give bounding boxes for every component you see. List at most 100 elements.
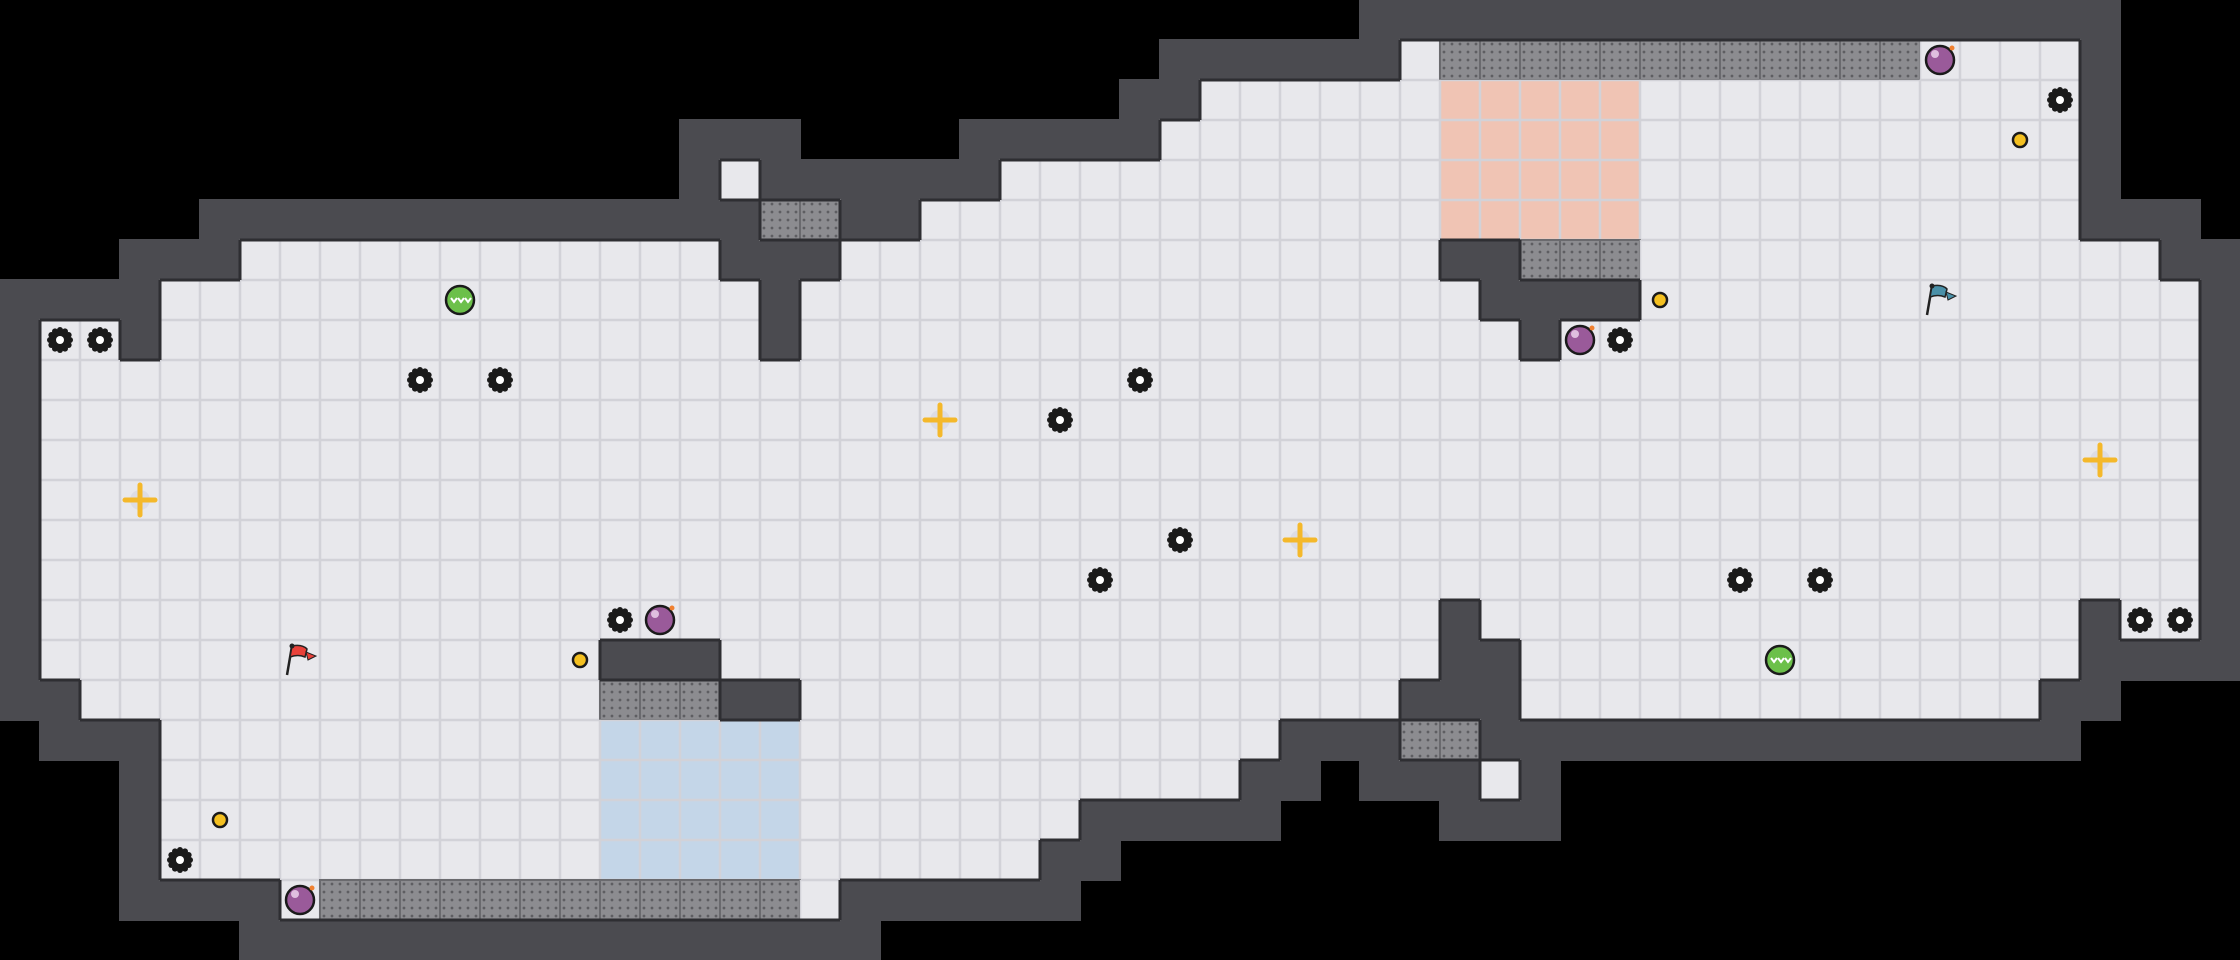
- items-layer: [47, 44, 2193, 916]
- floor-tile: [1319, 599, 1361, 641]
- floor-tile: [79, 599, 121, 641]
- floor-tile: [1959, 439, 2001, 481]
- spike-icon: [87, 327, 113, 353]
- wall-tile: [679, 639, 721, 681]
- floor-tile: [839, 359, 881, 401]
- floor-tile: [199, 279, 241, 321]
- floor-tile: [1679, 559, 1721, 601]
- floor-tile: [1239, 199, 1281, 241]
- red-endzone-tile: [1519, 199, 1561, 241]
- floor-tile: [359, 639, 401, 681]
- floor-tile: [559, 319, 601, 361]
- floor-tile: [119, 359, 161, 401]
- floor-tile: [1399, 39, 1441, 81]
- floor-tile: [1799, 519, 1841, 561]
- floor-tile: [1759, 679, 1801, 721]
- wall-tile: [2199, 399, 2240, 441]
- red-flag-icon[interactable]: [285, 643, 318, 676]
- floor-tile: [1599, 519, 1641, 561]
- floor-tile: [1479, 519, 1521, 561]
- floor-tile: [919, 239, 961, 281]
- wall-tile: [1519, 319, 1561, 361]
- floor-tile: [119, 599, 161, 641]
- floor-tile: [599, 519, 641, 561]
- blue-endzone-tile: [679, 799, 721, 841]
- wall-tile: [719, 679, 761, 721]
- floor-tile: [999, 519, 1041, 561]
- wall-tile: [559, 199, 601, 241]
- wall-tile: [2079, 159, 2121, 201]
- floor-tile: [1279, 559, 1321, 601]
- floor-tile: [159, 399, 201, 441]
- wall-tile: [1519, 279, 1561, 321]
- wall-tile: [999, 119, 1041, 161]
- floor-tile: [1439, 319, 1481, 361]
- wall-tile: [399, 199, 441, 241]
- floor-tile: [279, 719, 321, 761]
- floor-tile: [239, 479, 281, 521]
- wall-tile: [1119, 79, 1161, 121]
- floor-tile: [199, 559, 241, 601]
- floor-tile: [1399, 359, 1441, 401]
- floor-tile: [279, 239, 321, 281]
- floor-tile: [1879, 479, 1921, 521]
- gate-tile: [639, 879, 681, 921]
- floor-tile: [159, 759, 201, 801]
- floor-tile: [959, 319, 1001, 361]
- wall-tile: [799, 239, 841, 281]
- floor-tile: [2119, 519, 2161, 561]
- wall-tile: [239, 879, 281, 921]
- wall-tile: [0, 599, 41, 641]
- floor-tile: [439, 239, 481, 281]
- floor-tile: [879, 519, 921, 561]
- wall-tile: [839, 879, 881, 921]
- spike-icon: [1127, 367, 1153, 393]
- floor-tile: [1559, 359, 1601, 401]
- floor-tile: [479, 839, 521, 881]
- wall-tile: [1759, 0, 1801, 41]
- wall-tile: [1519, 759, 1561, 801]
- floor-tile: [1759, 599, 1801, 641]
- floor-tile: [1679, 599, 1721, 641]
- wall-tile: [1119, 799, 1161, 841]
- floor-tile: [159, 319, 201, 361]
- floor-tile: [919, 719, 961, 761]
- floor-tile: [1199, 639, 1241, 681]
- floor-tile: [1359, 599, 1401, 641]
- floor-tile: [479, 439, 521, 481]
- floor-tile: [1439, 479, 1481, 521]
- floor-tile: [1119, 159, 1161, 201]
- floor-tile: [1799, 639, 1841, 681]
- floor-tile: [1479, 439, 1521, 481]
- floor-tile: [199, 399, 241, 441]
- red-endzone-tile: [1559, 79, 1601, 121]
- floor-tile: [639, 359, 681, 401]
- floor-tile: [1759, 519, 1801, 561]
- gate-tile: [759, 199, 801, 241]
- floor-tile: [1799, 359, 1841, 401]
- blue-endzone-tile: [639, 719, 681, 761]
- blue-flag-icon[interactable]: [1925, 283, 1958, 316]
- floor-tile: [239, 679, 281, 721]
- wall-tile: [2159, 639, 2201, 681]
- floor-tile: [2159, 559, 2201, 601]
- floor-tile: [1919, 479, 1961, 521]
- wall-tile: [719, 919, 761, 960]
- floor-tile: [1679, 519, 1721, 561]
- wall-tile: [759, 279, 801, 321]
- wall-tile: [1239, 759, 1281, 801]
- floor-tile: [1679, 639, 1721, 681]
- wall-tile: [2199, 239, 2240, 281]
- pellet-icon: [571, 651, 589, 669]
- floor-tile: [439, 319, 481, 361]
- wall-tile: [0, 479, 41, 521]
- gate-tile: [599, 679, 641, 721]
- floor-tile: [1039, 319, 1081, 361]
- gate-tile: [1719, 39, 1761, 81]
- floor-tile: [2039, 359, 2081, 401]
- floor-tile: [519, 639, 561, 681]
- wall-tile: [79, 279, 121, 321]
- floor-tile: [559, 759, 601, 801]
- floor-tile: [1359, 639, 1401, 681]
- floor-tile: [319, 719, 361, 761]
